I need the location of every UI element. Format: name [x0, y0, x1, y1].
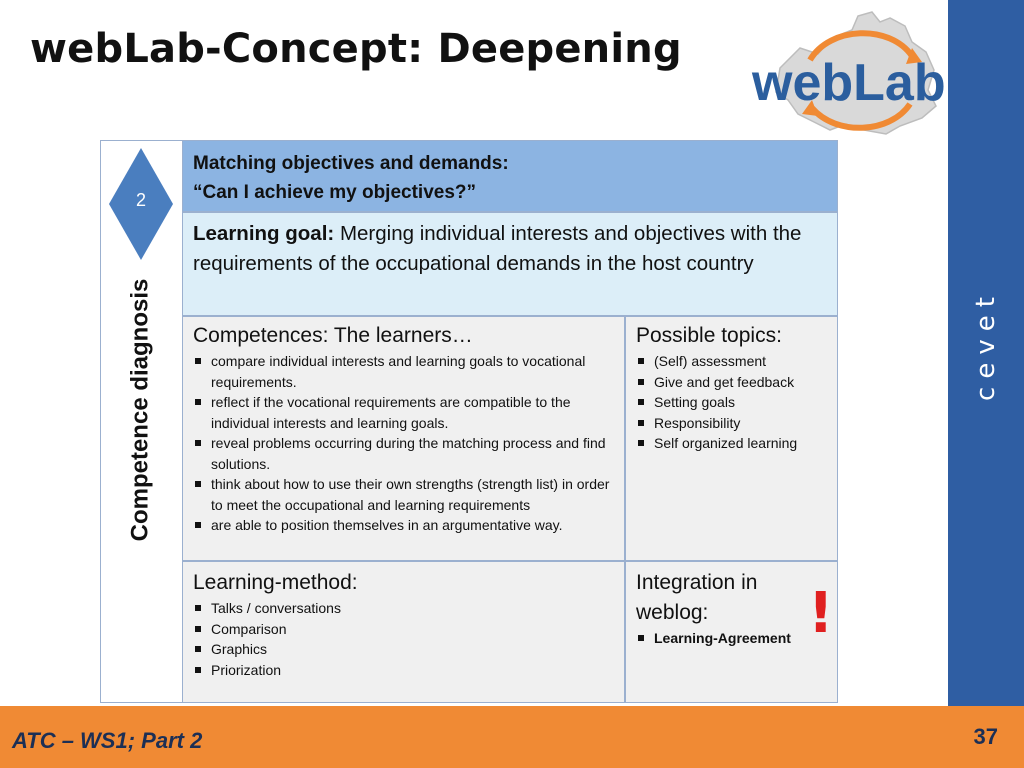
list-item: (Self) assessment	[636, 351, 827, 372]
topics-title: Possible topics:	[636, 324, 782, 347]
topics-list: (Self) assessment Give and get feedback …	[636, 351, 827, 454]
list-item: are able to position themselves in an ar…	[193, 515, 614, 536]
learning-goal: Learning goal: Merging individual intere…	[193, 219, 827, 279]
stage-label-text: Competence diagnosis	[126, 278, 154, 542]
weblab-logo: webLab	[751, 11, 945, 135]
header-line-2: “Can I achieve my objectives?”	[193, 182, 477, 203]
side-label: cevet	[951, 280, 1021, 410]
list-item: Responsibility	[636, 413, 827, 434]
side-bar	[948, 0, 1024, 706]
upper-arrow-arc	[807, 30, 915, 62]
integration-list: Learning-Agreement	[636, 628, 827, 649]
list-item: reflect if the vocational requirements a…	[193, 392, 614, 433]
list-item: think about how to use their own strengt…	[193, 474, 614, 515]
footer-bar	[0, 706, 1024, 768]
list-item: Talks / conversations	[193, 598, 614, 619]
list-item: Comparison	[193, 619, 614, 640]
learning-goal-cell: Learning goal: Merging individual intere…	[182, 212, 838, 316]
integration-cell: Integration in weblog: Learning-Agreemen…	[625, 561, 838, 703]
learning-goal-text: Merging individual interests and objecti…	[193, 222, 802, 275]
integration-title-1: Integration in	[636, 571, 758, 594]
list-item: compare individual interests and learnin…	[193, 351, 614, 392]
page-number: 37	[973, 724, 998, 749]
stage-number: 2	[135, 190, 146, 210]
lower-arrow-arc	[809, 102, 913, 131]
method-title: Learning-method:	[193, 571, 358, 594]
list-item: Self organized learning	[636, 433, 827, 454]
list-item: Learning-Agreement	[636, 628, 827, 649]
stage-label: Competence diagnosis	[110, 250, 170, 570]
logo-text: webLab	[751, 54, 945, 112]
competences-cell: Competences: The learners… compare indiv…	[182, 316, 625, 561]
header-line-1: Matching objectives and demands:	[193, 153, 509, 174]
list-item: reveal problems occurring during the mat…	[193, 433, 614, 474]
integration-title-2: weblog:	[636, 601, 709, 624]
list-item: Graphics	[193, 639, 614, 660]
learning-method-cell: Learning-method: Talks / conversations C…	[182, 561, 625, 703]
competences-title: Competences: The learners…	[193, 324, 473, 347]
footer-text: ATC – WS1; Part 2	[12, 728, 203, 753]
list-item: Priorization	[193, 660, 614, 681]
header-cell: Matching objectives and demands: “Can I …	[182, 140, 838, 212]
exclamation-icon: !	[808, 581, 834, 646]
methods-list: Talks / conversations Comparison Graphic…	[193, 598, 614, 680]
list-item: Give and get feedback	[636, 372, 827, 393]
learning-goal-label: Learning goal:	[193, 222, 335, 245]
slide-title: webLab-Concept: Deepening	[30, 26, 682, 72]
side-label-text: cevet	[971, 289, 1001, 401]
competences-list: compare individual interests and learnin…	[193, 351, 614, 536]
list-item: Setting goals	[636, 392, 827, 413]
topics-cell: Possible topics: (Self) assessment Give …	[625, 316, 838, 561]
